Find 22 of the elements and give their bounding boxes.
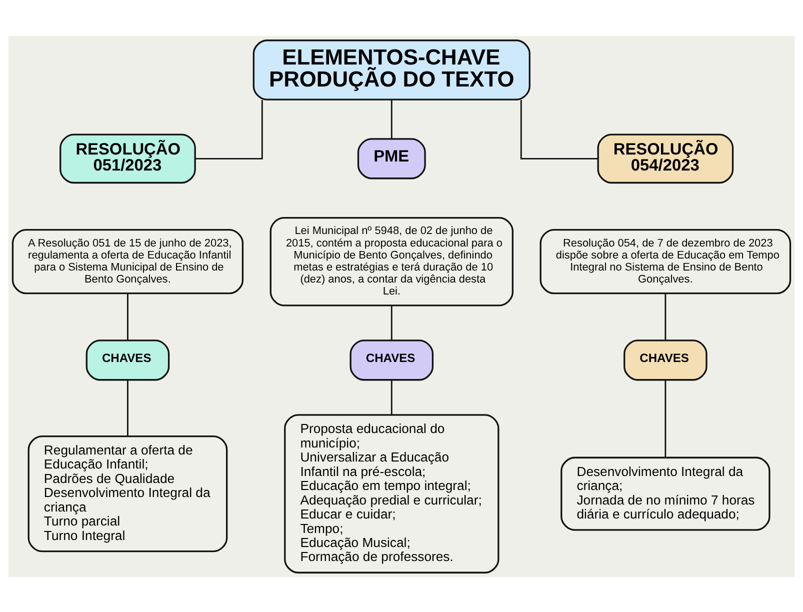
connector [390,305,392,340]
node-box: RESOLUÇÃO 054/2023 [597,133,734,184]
connector [664,379,666,457]
connector [127,379,128,436]
node-box: CHAVES [86,339,170,380]
node-box: Resolução 054, de 7 de dezembro de 2023 dispõe sobre a oferta de Educação em Tempo Integral no Sistema de Ensino de Bento Gonçalves. [540,228,792,294]
node-box: RESOLUÇÃO 051/2023 [60,133,196,184]
node-box: CHAVES [624,339,708,380]
connector [390,379,392,414]
node-box: Proposta educacional do município; Universalizar a Educação Infantil na pré-escola; Educação em tempo integral; Adequação predial e curricular; Educar e cuidar; Tempo; Educação Musical; Formação de professores. [284,414,500,573]
node-box: ELEMENTOS-CHAVE PRODUÇÃO DO TEXTO [252,39,530,100]
node-box: Lei Municipal nº 5948, de 02 de junho de 2015, contém a proposta educacional para o Município de Bento Gonçalves, definindo metas e estratégias e terá duração de 10 (dez) anos, a contar da vigência desta Lei. [270,216,514,306]
node-box: PME [357,138,426,179]
connector [127,293,128,340]
node-box: Desenvolvimento Integral da criança; Jornada de no mínimo 7 horas diária e currículo adequado; [560,456,770,530]
node-box: CHAVES [350,339,434,380]
node-box: Regulamentar a oferta de Educação Infantil; Padrões de Qualidade Desenvolvimento Integral da criança Turno parcial Turno Integral [28,434,228,552]
node-box: A Resolução 051 de 15 de junho de 2023, regulamenta a oferta de Educação Infantil para o Sistema Municipal de Ensino de Bento Gonçalves. [12,228,244,294]
connector [195,99,263,159]
connector [520,99,598,159]
connector [664,293,666,340]
connector [390,99,392,138]
